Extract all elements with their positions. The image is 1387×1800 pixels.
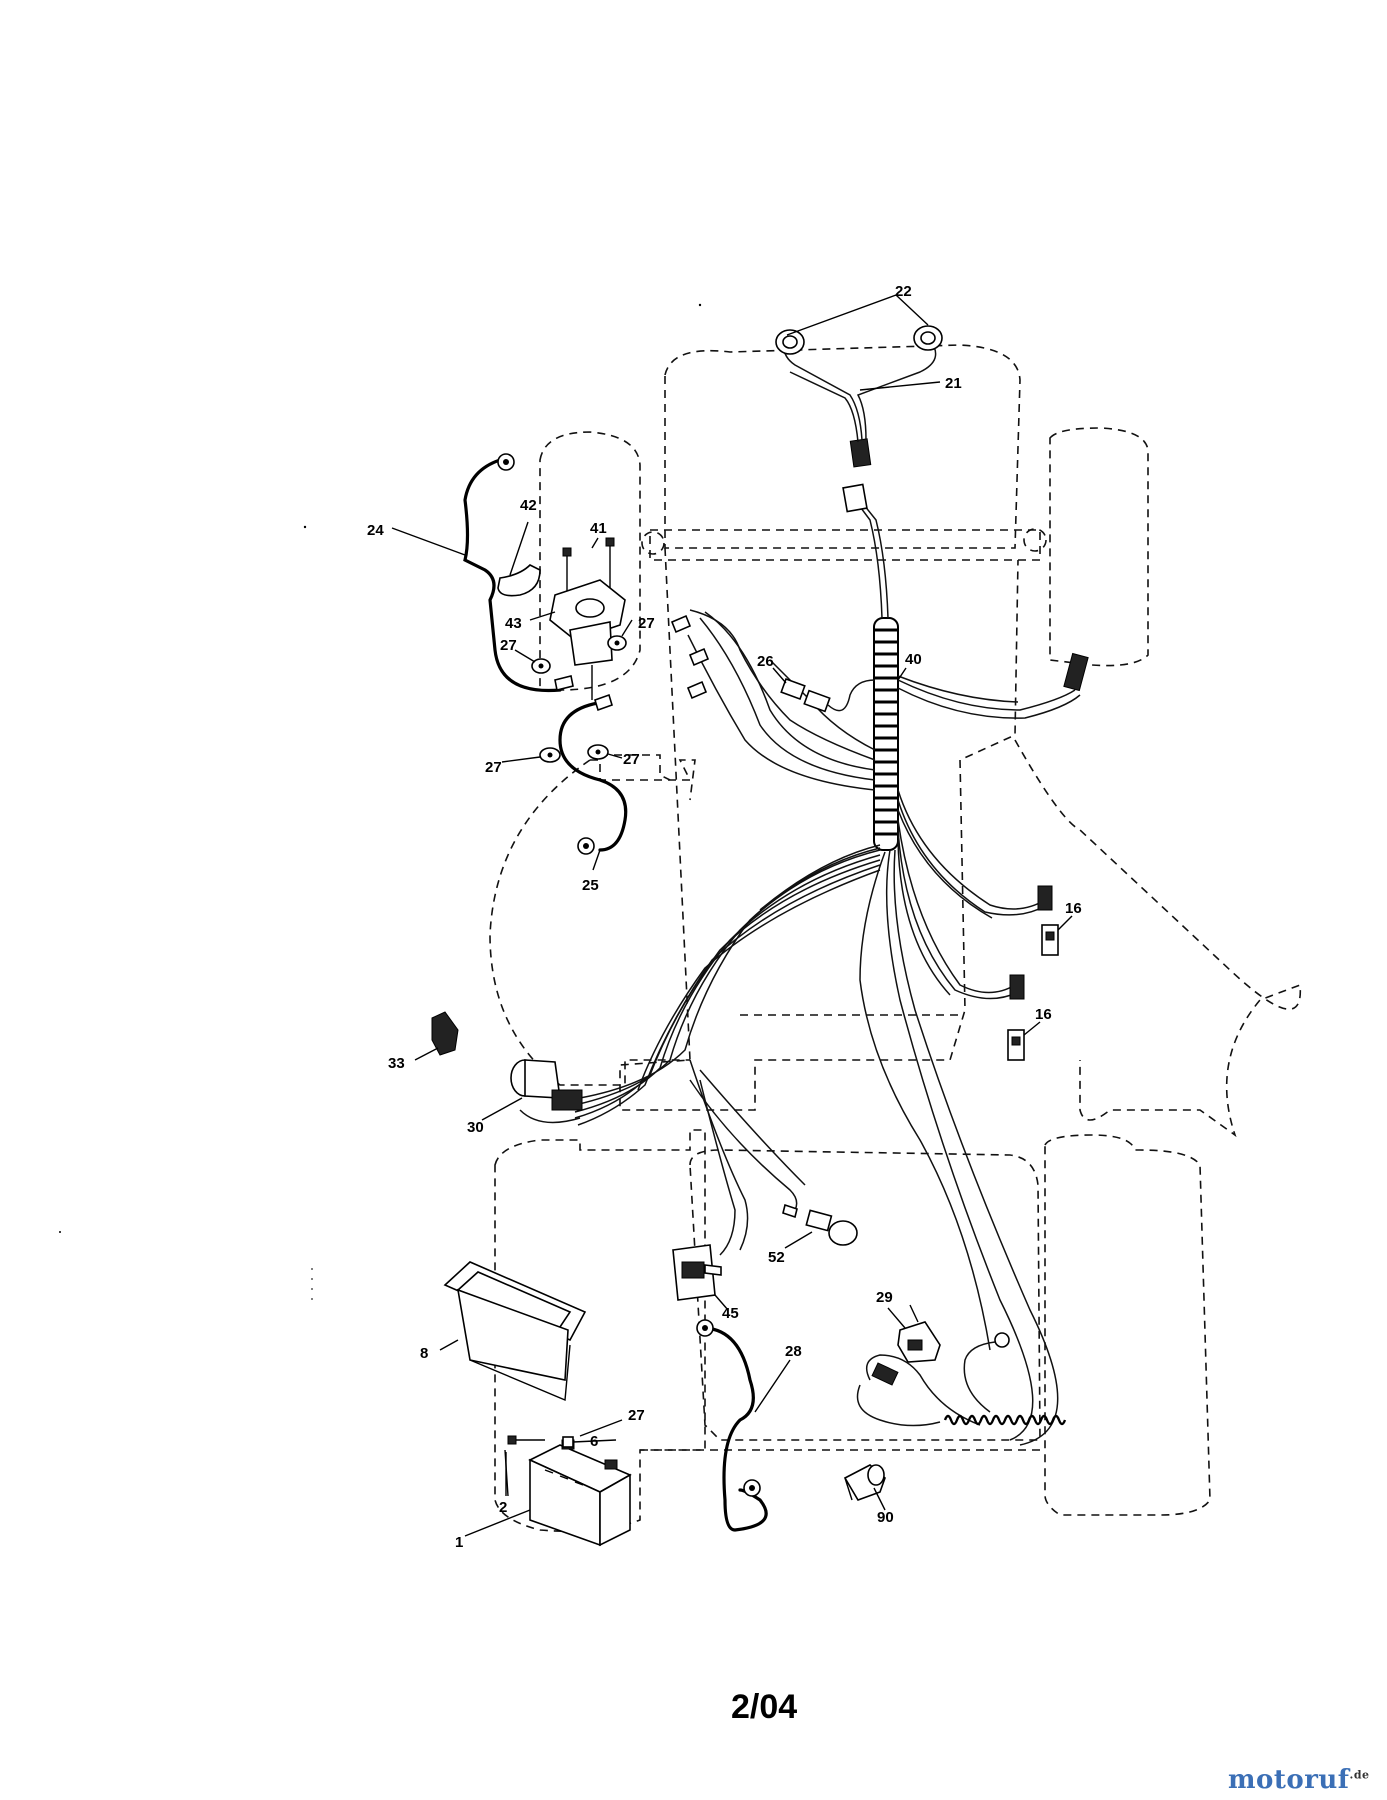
label-30: 30 [467,1119,484,1136]
headlight-left [775,329,805,355]
front-axle-outline [649,529,1041,561]
switch-connector-upper [1037,885,1053,911]
hood-outline [664,344,1021,549]
upper-connector [842,483,868,513]
part-52-bulb [782,1203,858,1246]
part-42-boot [497,564,541,597]
headlight-right [913,325,943,351]
label-6: 6 [590,1433,598,1450]
watermark-name: motoruf [1228,1765,1350,1795]
part-45-module [672,1244,722,1301]
front-left-wheel-outline [539,431,641,691]
frame-outline [619,547,1019,1111]
label-42: 42 [520,497,537,514]
label-21: 21 [945,375,962,392]
part-8-battery-tray [443,1261,587,1402]
label-43: 43 [505,615,522,632]
harness-conduit [873,617,899,851]
connector-26 [780,677,876,713]
part-27-nuts [531,635,627,763]
label-45: 45 [722,1305,739,1322]
label-27-a: 27 [638,615,655,632]
part-24-battery-cable [463,453,574,693]
label-24: 24 [367,522,384,539]
label-8: 8 [420,1345,428,1362]
part-labels: 22 21 24 42 41 43 27 27 27 27 25 26 40 1… [367,283,1082,1551]
tractor-outline [489,344,1302,1533]
axle-pivot-right [1023,528,1047,552]
watermark-suffix: .de [1349,1768,1370,1782]
label-29: 29 [876,1289,893,1306]
label-27-b: 27 [500,637,517,654]
part-28-battery-cable [696,1319,768,1532]
deck-chute-outline [1014,739,1302,1138]
switch-connector-lower [1009,974,1025,1000]
front-right-wheel-outline [1049,427,1149,667]
mower-deck-outline [489,759,690,1086]
part-43-solenoid [549,579,626,700]
label-25: 25 [582,877,599,894]
part-16-switch-upper [1041,924,1059,956]
deck-hanger-outline [600,754,671,781]
label-41: 41 [590,520,607,537]
part-1-battery [528,1439,632,1547]
label-90: 90 [877,1509,894,1526]
label-28: 28 [785,1343,802,1360]
label-2: 2 [499,1499,507,1516]
part-29-connector [897,1304,941,1363]
label-22: 22 [895,283,912,300]
part-6-nut [562,1436,574,1448]
main-harness [574,325,1089,1446]
coiled-wire [856,1332,1067,1427]
label-27-c: 27 [485,759,502,776]
label-27-e: 27 [628,1407,645,1424]
label-52: 52 [768,1249,785,1266]
watermark-logo: motoruf.de [1228,1765,1370,1795]
rear-right-wheel-outline [1044,1134,1211,1516]
label-26: 26 [757,653,774,670]
label-40: 40 [905,651,922,668]
label-16-a: 16 [1065,900,1082,917]
right-connector [1063,652,1089,692]
deck-link-outline [590,759,696,801]
leader-lines [391,294,1073,1537]
part-33-bracket [431,1011,459,1056]
seat-platform-outline [689,1149,1041,1441]
label-1: 1 [455,1534,463,1551]
headlight-connector [849,438,872,468]
part-16-switch-lower [1007,1029,1025,1061]
label-27-d: 27 [623,751,640,768]
axle-pivot-left [641,531,665,555]
part-30-ignition-switch [510,1059,583,1124]
label-16-b: 16 [1035,1006,1052,1023]
page-number: 2/04 [731,1688,798,1726]
part-25-cable [558,693,628,855]
scan-specks [59,303,702,1300]
part-90-boot [843,1464,886,1501]
label-33: 33 [388,1055,405,1072]
